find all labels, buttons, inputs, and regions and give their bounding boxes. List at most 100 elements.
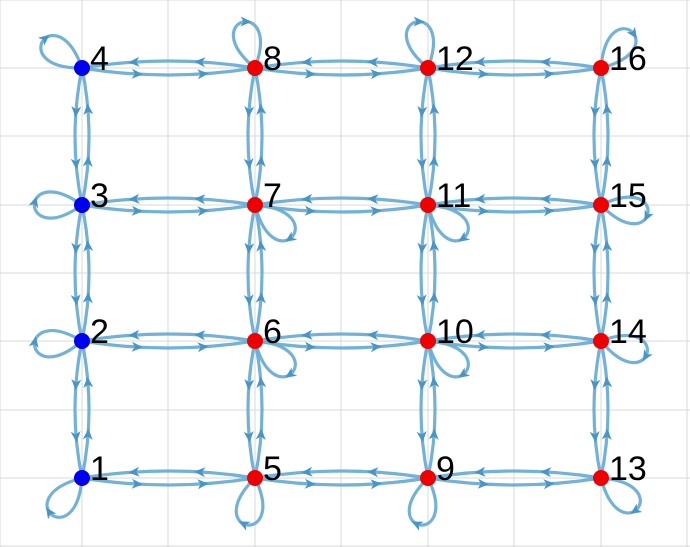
- arrow-self-loop-10: [458, 367, 471, 378]
- node-7: [247, 197, 263, 213]
- edge-15-to-16: [599, 66, 610, 207]
- arrow-6-to-5-0: [244, 378, 255, 391]
- node-10: [420, 333, 436, 349]
- arrow-4-to-8-0: [131, 68, 143, 79]
- edge-14-to-10: [426, 332, 603, 343]
- arrow-11-to-7-0: [367, 194, 379, 205]
- arrow-11-to-7-1: [301, 193, 313, 204]
- node-3: [74, 197, 90, 213]
- self-loop-10: [426, 339, 470, 379]
- edge-6-to-2: [80, 332, 257, 343]
- edge-8-to-12: [253, 66, 430, 77]
- edge-8-to-4: [80, 59, 257, 70]
- edge-2-to-1: [73, 339, 84, 480]
- arrow-3-to-2-1: [70, 294, 81, 306]
- arrow-9-to-10-0: [428, 428, 439, 441]
- arrow-7-to-11-0: [304, 205, 316, 216]
- arrow-self-loop-14: [642, 349, 653, 362]
- edge-3-to-7: [80, 203, 257, 214]
- node-4: [74, 60, 90, 76]
- node-label-8: 8: [263, 40, 282, 78]
- node-label-9: 9: [436, 450, 455, 488]
- node-label-2: 2: [90, 313, 109, 351]
- arrow-3-to-2-0: [71, 242, 82, 255]
- self-loop-13: [599, 476, 642, 515]
- arrows-layer: [28, 16, 654, 531]
- arrow-3-to-7-0: [131, 205, 143, 216]
- arrow-7-to-3-0: [194, 194, 206, 205]
- edge-12-to-11: [419, 66, 430, 207]
- arrow-3-to-4-0: [82, 155, 93, 168]
- node-15: [593, 197, 609, 213]
- arrow-5-to-6-1: [256, 376, 267, 388]
- arrow-10-to-11-1: [429, 240, 440, 252]
- node-label-3: 3: [90, 177, 109, 215]
- arrow-self-loop-8: [240, 16, 252, 27]
- arrow-6-to-7-1: [256, 240, 267, 252]
- arrow-3-to-7-1: [197, 206, 209, 217]
- arrow-12-to-16-1: [543, 69, 555, 80]
- node-5: [247, 470, 263, 486]
- arrow-7-to-11-1: [370, 206, 382, 217]
- edge-6-to-7: [253, 203, 264, 343]
- node-label-11: 11: [436, 177, 471, 215]
- self-loop-5: [234, 476, 265, 527]
- arrow-13-to-14-1: [602, 376, 613, 388]
- edge-7-to-6: [246, 203, 257, 343]
- node-11: [420, 197, 436, 213]
- edge-11-to-12: [426, 66, 437, 207]
- node-14: [593, 333, 609, 349]
- arrow-7-to-3-1: [128, 193, 140, 204]
- edge-9-to-5: [253, 469, 430, 480]
- self-loop-4: [39, 33, 84, 70]
- arrow-10-to-11-0: [428, 291, 439, 304]
- arrow-self-loop-3: [28, 196, 39, 209]
- edge-6-to-5: [246, 339, 257, 480]
- edge-7-to-8: [253, 66, 264, 207]
- arrow-11-to-10-1: [416, 294, 427, 306]
- edge-16-to-15: [592, 66, 603, 207]
- arrow-6-to-2-0: [194, 330, 206, 341]
- arrow-16-to-15-1: [589, 158, 600, 170]
- edge-2-to-3: [80, 203, 91, 343]
- arrow-self-loop-5: [238, 521, 251, 531]
- arrow-5-to-9-1: [370, 479, 382, 490]
- node-label-4: 4: [90, 40, 109, 78]
- self-loop-12: [404, 20, 435, 70]
- self-loop-11: [426, 203, 470, 243]
- arrow-self-loop-6: [285, 367, 298, 378]
- self-loop-1: [45, 476, 84, 519]
- arrow-self-loop-16: [626, 26, 637, 39]
- node-label-16: 16: [609, 40, 647, 78]
- arrow-11-to-10-0: [417, 242, 428, 255]
- self-loop-14: [599, 334, 649, 365]
- node-label-1: 1: [90, 450, 109, 488]
- arrow-5-to-9-0: [304, 478, 316, 489]
- arrow-10-to-14-1: [543, 342, 555, 353]
- arrow-1-to-5-1: [197, 479, 209, 490]
- edge-5-to-1: [80, 469, 257, 480]
- arrow-1-to-2-1: [83, 376, 94, 388]
- arrow-2-to-6-1: [197, 342, 209, 353]
- edge-16-to-12: [426, 59, 603, 70]
- arrow-8-to-12-1: [370, 69, 382, 80]
- arrow-3-to-4-1: [83, 103, 94, 115]
- node-13: [593, 470, 609, 486]
- arrow-2-to-1-1: [70, 431, 81, 443]
- arrow-4-to-3-1: [70, 158, 81, 170]
- arrow-8-to-12-0: [304, 68, 316, 79]
- arrow-9-to-13-1: [543, 479, 555, 490]
- node-8: [247, 60, 263, 76]
- edge-15-to-11: [426, 196, 603, 207]
- arrow-15-to-11-1: [474, 193, 486, 204]
- arrow-self-loop-12: [413, 16, 425, 27]
- edge-15-to-14: [592, 203, 603, 343]
- node-9: [420, 470, 436, 486]
- node-label-15: 15: [609, 177, 647, 215]
- arrow-13-to-9-1: [474, 466, 486, 477]
- arrow-16-to-12-1: [474, 56, 486, 67]
- edge-12-to-8: [253, 59, 430, 70]
